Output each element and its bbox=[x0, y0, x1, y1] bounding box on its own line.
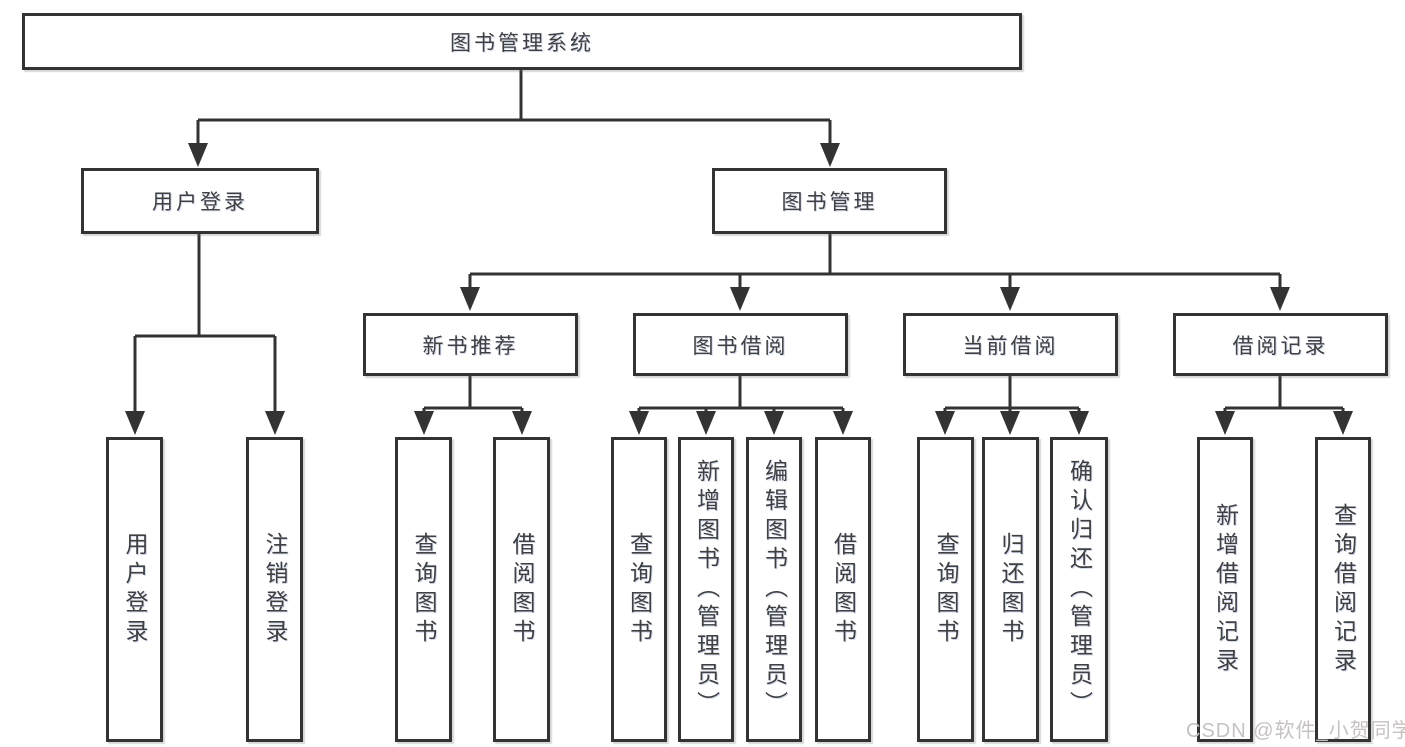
csdn-watermark: CSDN @软件_小贺同学 bbox=[1186, 720, 1405, 742]
leaf-records-query-record-label: 查询借阅记录 bbox=[1330, 502, 1357, 677]
arrowhead-new-book-recommend bbox=[460, 287, 480, 311]
arrowhead-leaf-current-confirm bbox=[1069, 411, 1089, 435]
arrowhead-leaf-borrow-query bbox=[629, 411, 649, 435]
node-book-management-label: 图书管理 bbox=[781, 191, 878, 214]
arrowhead-book-management bbox=[820, 143, 840, 167]
arrowhead-borrow-records bbox=[1270, 287, 1290, 311]
node-book-management: 图书管理 bbox=[712, 168, 947, 234]
node-new-book-recommend: 新书推荐 bbox=[363, 313, 578, 376]
edge-userlogin-split bbox=[133, 233, 277, 413]
leaf-borrow-edit-books-admin: 编辑图书（管理员） bbox=[746, 437, 802, 742]
leaf-logout: 注销登录 bbox=[246, 437, 303, 742]
node-current-borrow-label: 当前借阅 bbox=[962, 334, 1059, 358]
tree-edges bbox=[133, 69, 1345, 413]
arrowhead-leaf-borrow-add bbox=[696, 411, 716, 435]
leaf-current-return-books: 归还图书 bbox=[982, 437, 1039, 742]
node-current-borrow: 当前借阅 bbox=[903, 313, 1118, 376]
leaf-newbook-query-books-label: 查询图书 bbox=[411, 531, 437, 648]
leaf-records-add-record: 新增借阅记录 bbox=[1197, 437, 1253, 742]
arrowhead-leaf-logout bbox=[265, 411, 285, 435]
arrowhead-book-borrow bbox=[730, 287, 750, 311]
edge-currentborrow-split bbox=[943, 375, 1081, 413]
leaf-borrow-add-books-admin-label: 新增图书（管理员） bbox=[693, 459, 720, 720]
leaf-records-query-record: 查询借阅记录 bbox=[1315, 437, 1371, 742]
node-user-login-label: 用户登录 bbox=[152, 191, 248, 214]
leaf-newbook-borrow-books: 借阅图书 bbox=[493, 437, 550, 742]
leaf-records-add-record-label: 新增借阅记录 bbox=[1212, 502, 1239, 677]
leaf-borrow-query-books: 查询图书 bbox=[611, 437, 667, 742]
node-new-book-recommend-label: 新书推荐 bbox=[422, 334, 519, 358]
leaf-user-login-label: 用户登录 bbox=[122, 531, 148, 648]
edge-records-split bbox=[1223, 375, 1345, 413]
leaf-borrow-query-books-label: 查询图书 bbox=[626, 531, 653, 648]
leaf-borrow-add-books-admin: 新增图书（管理员） bbox=[678, 437, 734, 742]
leaf-current-confirm-return-admin-label: 确认归还（管理员） bbox=[1066, 459, 1093, 720]
leaf-current-return-books-label: 归还图书 bbox=[998, 531, 1024, 648]
leaf-borrow-edit-books-admin-label: 编辑图书（管理员） bbox=[761, 459, 788, 720]
node-borrow-records-label: 借阅记录 bbox=[1232, 334, 1329, 358]
node-book-borrow: 图书借阅 bbox=[633, 313, 848, 376]
arrowhead-leaf-borrow-borrow bbox=[833, 411, 853, 435]
arrowhead-leaf-user-login bbox=[125, 411, 145, 435]
arrowhead-user-login bbox=[188, 143, 208, 167]
leaf-user-login: 用户登录 bbox=[106, 437, 163, 742]
leaf-current-query-books-label: 查询图书 bbox=[933, 531, 959, 648]
node-root-label: 图书管理系统 bbox=[450, 31, 594, 55]
arrowhead-leaf-records-add bbox=[1215, 411, 1235, 435]
leaf-newbook-query-books: 查询图书 bbox=[395, 437, 452, 742]
edge-bookborrow-split bbox=[637, 375, 845, 413]
arrowhead-leaf-current-query bbox=[935, 411, 955, 435]
edge-root-split bbox=[196, 69, 832, 145]
leaf-current-confirm-return-admin: 确认归还（管理员） bbox=[1050, 437, 1108, 742]
leaf-current-query-books: 查询图书 bbox=[917, 437, 974, 742]
arrowhead-leaf-current-return bbox=[1000, 411, 1020, 435]
arrowhead-leaf-borrow-edit bbox=[764, 411, 784, 435]
arrowhead-leaf-records-query bbox=[1333, 411, 1353, 435]
arrowhead-leaf-newbook-borrow bbox=[512, 411, 532, 435]
leaf-borrow-borrow-books: 借阅图书 bbox=[815, 437, 871, 742]
node-user-login: 用户登录 bbox=[81, 168, 319, 234]
tree-arrowheads bbox=[125, 143, 1353, 435]
node-root: 图书管理系统 bbox=[22, 13, 1022, 70]
arrowhead-leaf-newbook-query bbox=[414, 411, 434, 435]
arrowhead-current-borrow bbox=[1000, 287, 1020, 311]
leaf-newbook-borrow-books-label: 借阅图书 bbox=[509, 531, 535, 648]
edge-bookmgmt-split bbox=[468, 233, 1282, 290]
node-borrow-records: 借阅记录 bbox=[1173, 313, 1388, 376]
leaf-borrow-borrow-books-label: 借阅图书 bbox=[830, 531, 857, 648]
node-book-borrow-label: 图书借阅 bbox=[692, 334, 789, 358]
leaf-logout-label: 注销登录 bbox=[262, 531, 288, 648]
edge-newbook-split bbox=[422, 375, 524, 413]
